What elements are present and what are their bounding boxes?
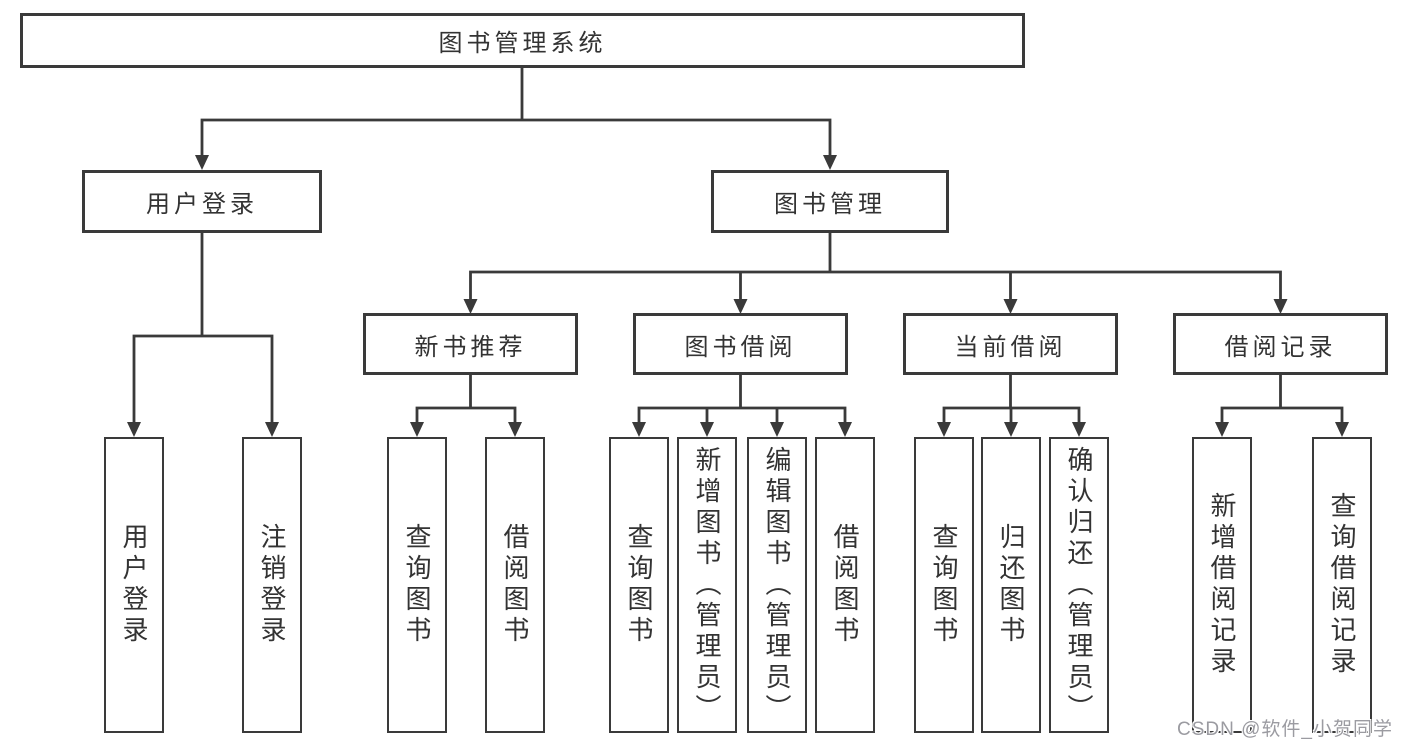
arrowheads <box>127 155 1349 437</box>
leaf-logout: 注销登录 <box>242 437 302 733</box>
leaf-recommend-borrow-books-label: 借阅图书 <box>500 523 530 647</box>
node-new-book-recommend-label: 新书推荐 <box>414 333 527 361</box>
leaf-recommend-borrow-books: 借阅图书 <box>485 437 545 733</box>
leaf-add-books-admin-label: 新增图书（管理员） <box>692 445 722 725</box>
leaf-confirm-return-admin: 确认归还（管理员） <box>1049 437 1109 733</box>
leaf-edit-books-admin: 编辑图书（管理员） <box>747 437 807 733</box>
leaf-logout-label: 注销登录 <box>257 523 287 647</box>
leaf-recommend-query-books-label: 查询图书 <box>402 523 432 647</box>
csdn-watermark: CSDN @软件_小贺同学 <box>1177 719 1393 740</box>
leaf-borrow-books: 借阅图书 <box>815 437 875 733</box>
leaf-confirm-return-admin-label: 确认归还（管理员） <box>1064 445 1094 725</box>
leaf-borrow-query-books-label: 查询图书 <box>624 523 654 647</box>
leaf-current-query-books: 查询图书 <box>914 437 974 733</box>
leaf-borrow-query-books: 查询图书 <box>609 437 669 733</box>
leaf-query-borrow-record: 查询借阅记录 <box>1312 437 1372 733</box>
node-current-borrowing: 当前借阅 <box>903 313 1118 375</box>
node-book-management: 图书管理 <box>711 170 949 233</box>
leaf-user-login-label: 用户登录 <box>119 523 149 647</box>
leaf-borrow-books-label: 借阅图书 <box>830 523 860 647</box>
leaf-return-books-label: 归还图书 <box>996 523 1026 647</box>
leaf-current-query-books-label: 查询图书 <box>929 523 959 647</box>
node-new-book-recommend: 新书推荐 <box>363 313 578 375</box>
leaf-user-login: 用户登录 <box>104 437 164 733</box>
node-book-management-label: 图书管理 <box>774 191 886 218</box>
leaf-add-borrow-record: 新增借阅记录 <box>1192 437 1252 733</box>
connector-segments <box>132 66 1344 426</box>
node-book-borrowing: 图书借阅 <box>633 313 848 375</box>
node-borrowing-records-label: 借阅记录 <box>1224 333 1337 361</box>
leaf-edit-books-admin-label: 编辑图书（管理员） <box>762 445 792 725</box>
node-root-system: 图书管理系统 <box>20 13 1025 68</box>
leaf-return-books: 归还图书 <box>981 437 1041 733</box>
node-user-login: 用户登录 <box>82 170 322 233</box>
node-book-borrowing-label: 图书借阅 <box>684 333 797 361</box>
node-root-system-label: 图书管理系统 <box>438 30 607 57</box>
leaf-add-borrow-record-label: 新增借阅记录 <box>1207 492 1237 678</box>
node-current-borrowing-label: 当前借阅 <box>954 333 1067 361</box>
leaf-query-borrow-record-label: 查询借阅记录 <box>1327 492 1357 678</box>
node-borrowing-records: 借阅记录 <box>1173 313 1388 375</box>
node-user-login-label: 用户登录 <box>146 191 258 218</box>
leaf-recommend-query-books: 查询图书 <box>387 437 447 733</box>
leaf-add-books-admin: 新增图书（管理员） <box>677 437 737 733</box>
